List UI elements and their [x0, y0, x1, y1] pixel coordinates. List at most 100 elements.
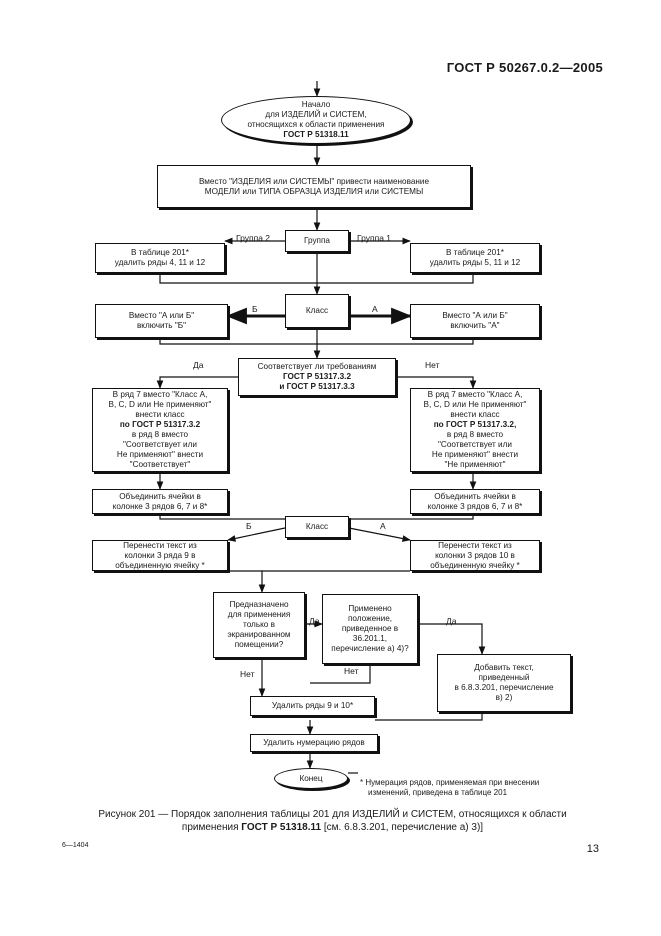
table-left-box: В таблице 201* удалить ряды 4, 11 и 12 — [95, 243, 225, 273]
page-number: 13 — [586, 843, 599, 855]
standard-header: ГОСТ Р 50267.0.2—2005 — [446, 60, 603, 75]
merge-right-text: Объединить ячейки в — [434, 491, 516, 501]
replace-name-box: Вместо "ИЗДЕЛИЯ или СИСТЕМЫ" привести на… — [157, 165, 471, 208]
move-right-text: Перенести текст из — [438, 540, 512, 550]
no-class-standard-ref: по ГОСТ Р 51317.3.2, — [433, 420, 517, 429]
start-standard-ref: ГОСТ Р 51318.11 — [283, 130, 349, 139]
add-text-box: Добавить текст, приведенный в 6.8.3.201,… — [437, 654, 571, 712]
yes-class-text: "Соответствует или — [123, 440, 197, 449]
start-text: Начало — [301, 100, 331, 109]
move-right-box: Перенести текст из колонки 3 рядов 10 в … — [410, 540, 540, 571]
replace-name-text: Вместо "ИЗДЕЛИЯ или СИСТЕМЫ" привести на… — [198, 176, 430, 186]
merge-left-box: Объединить ячейки в колонке 3 рядов 6, 7… — [92, 489, 228, 514]
label-yes-applied: Да — [446, 616, 457, 626]
label-class-a: А — [372, 304, 378, 314]
applied-text: приведенное в — [341, 624, 399, 633]
no-class-text: в ряд 8 вместо — [446, 430, 504, 439]
add-text-text: приведенный — [478, 673, 530, 682]
print-code: 6—1404 — [62, 842, 89, 849]
no-class-text: "Не применяют" — [444, 460, 506, 469]
label-class-b: Б — [252, 304, 258, 314]
label-no-applied: Нет — [344, 666, 359, 676]
label-yes-shielded: Да — [309, 616, 320, 626]
table-right-box: В таблице 201* удалить ряды 5, 11 и 12 — [410, 243, 540, 273]
class-a-box: Вместо "А или Б" включить "А" — [410, 304, 540, 338]
yes-class-text: Не применяют" внести — [116, 450, 204, 459]
no-class-box: В ряд 7 вместо "Класс А, В, С, D или Не … — [410, 388, 540, 472]
caption-text: [см. 6.8.3.201, перечисление а) 3)] — [323, 822, 484, 833]
label-class-a-2: А — [380, 521, 386, 531]
start-text: для ИЗДЕЛИЙ и СИСТЕМ, — [265, 110, 367, 119]
yes-class-standard-ref: по ГОСТ Р 51317.3.2 — [119, 420, 201, 429]
label-class-b-2: Б — [246, 521, 252, 531]
class-a-text: Вместо "А или Б" — [442, 311, 508, 320]
yes-class-box: В ряд 7 вместо "Класс А, В, С, D или Не … — [92, 388, 228, 472]
delete-rows-box: Удалить ряды 9 и 10* — [250, 696, 375, 716]
applied-text: перечисление а) 4)? — [331, 644, 409, 653]
add-text-text: Добавить текст, — [474, 663, 534, 672]
shielded-text: для применения — [227, 610, 291, 619]
label-no-shielded: Нет — [240, 669, 255, 679]
merge-left-text: колонке 3 рядов 6, 7 и 8* — [112, 501, 208, 511]
end-oval: Конец — [274, 768, 348, 789]
applied-text: 36.201.1, — [352, 634, 388, 643]
label-yes: Да — [193, 360, 204, 370]
class-b-text: включить "Б" — [136, 321, 187, 330]
move-left-text: Перенести текст из — [123, 540, 197, 550]
table-right-text: В таблице 201* — [446, 248, 504, 257]
class-decision-box: Класс — [285, 294, 349, 328]
label-no: Нет — [425, 360, 440, 370]
compliance-decision-box: Соответствует ли требованиям ГОСТ Р 5131… — [238, 358, 396, 396]
applied-text: Применено — [348, 604, 392, 613]
merge-right-text: колонке 3 рядов 6, 7 и 8* — [427, 501, 523, 511]
footnote: * Нумерация рядов, применяемая при внесе… — [360, 778, 539, 798]
class-b-text: Вместо "А или Б" — [128, 311, 195, 320]
label-group-2: Группа 2 — [236, 233, 271, 243]
class-text: Класс — [305, 306, 329, 315]
delete-numbering-text: Удалить нумерацию рядов — [263, 738, 365, 747]
no-class-text: Не применяют" внести — [431, 450, 519, 459]
shielded-text: помещении? — [234, 640, 284, 649]
caption-standard-ref: ГОСТ Р 51318.11 — [241, 822, 322, 833]
yes-class-text: В ряд 7 вместо "Класс А, — [112, 390, 208, 399]
move-right-text: объединенную ячейку * — [430, 560, 520, 570]
shielded-decision-box: Предназначено для применения только в эк… — [213, 592, 305, 658]
merge-left-text: Объединить ячейки в — [119, 491, 201, 501]
class-text-2: Класс — [305, 522, 329, 531]
move-left-text: колонки 3 ряда 9 в — [124, 550, 196, 560]
yes-class-text: В, С, D или Не применяют" — [108, 400, 212, 409]
group-text: Группа — [304, 236, 330, 245]
yes-class-text: "Соответствует" — [129, 460, 191, 469]
footnote-text: изменений, приведена в таблице 201 — [368, 788, 508, 797]
add-text-text: в) 2) — [495, 693, 513, 702]
start-oval: Начало для ИЗДЕЛИЙ и СИСТЕМ, относящихся… — [221, 96, 411, 144]
footnote-text: * Нумерация рядов, применяемая при внесе… — [360, 778, 540, 787]
merge-right-box: Объединить ячейки в колонке 3 рядов 6, 7… — [410, 489, 540, 514]
shielded-text: Предназначено — [229, 600, 289, 609]
applied-decision-box: Применено положение, приведенное в 36.20… — [322, 594, 418, 664]
class-decision-box-2: Класс — [285, 516, 349, 538]
label-group-1: Группа 1 — [357, 233, 392, 243]
compliance-standard-ref: и ГОСТ Р 51317.3.3 — [279, 382, 355, 391]
no-class-text: В, С, D или Не применяют" — [423, 400, 527, 409]
compliance-standard-ref: ГОСТ Р 51317.3.2 — [282, 372, 352, 381]
table-right-text: удалить ряды 5, 11 и 12 — [429, 258, 521, 267]
replace-name-text: МОДЕЛИ или ТИПА ОБРАЗЦА ИЗДЕЛИЯ или СИСТ… — [204, 186, 424, 196]
table-left-text: В таблице 201* — [131, 248, 189, 257]
class-a-text: включить "А" — [450, 321, 500, 330]
move-left-box: Перенести текст из колонки 3 ряда 9 в об… — [92, 540, 228, 571]
caption-text: применения — [181, 822, 239, 833]
no-class-text: В ряд 7 вместо "Класс А, — [427, 390, 523, 399]
yes-class-text: в ряд 8 вместо — [131, 430, 189, 439]
caption-text: Рисунок 201 — Порядок заполнения таблицы… — [98, 809, 567, 820]
compliance-text: Соответствует ли требованиям — [257, 362, 377, 371]
shielded-text: только в — [243, 620, 275, 629]
yes-class-text: внести класс — [135, 410, 185, 419]
start-text: относящихся к области применения — [247, 120, 385, 129]
delete-rows-text: Удалить ряды 9 и 10* — [271, 701, 354, 710]
figure-caption: Рисунок 201 — Порядок заполнения таблицы… — [60, 808, 605, 834]
table-left-text: удалить ряды 4, 11 и 12 — [114, 258, 206, 267]
shielded-text: экранированном — [227, 630, 291, 639]
class-b-box: Вместо "А или Б" включить "Б" — [95, 304, 228, 338]
